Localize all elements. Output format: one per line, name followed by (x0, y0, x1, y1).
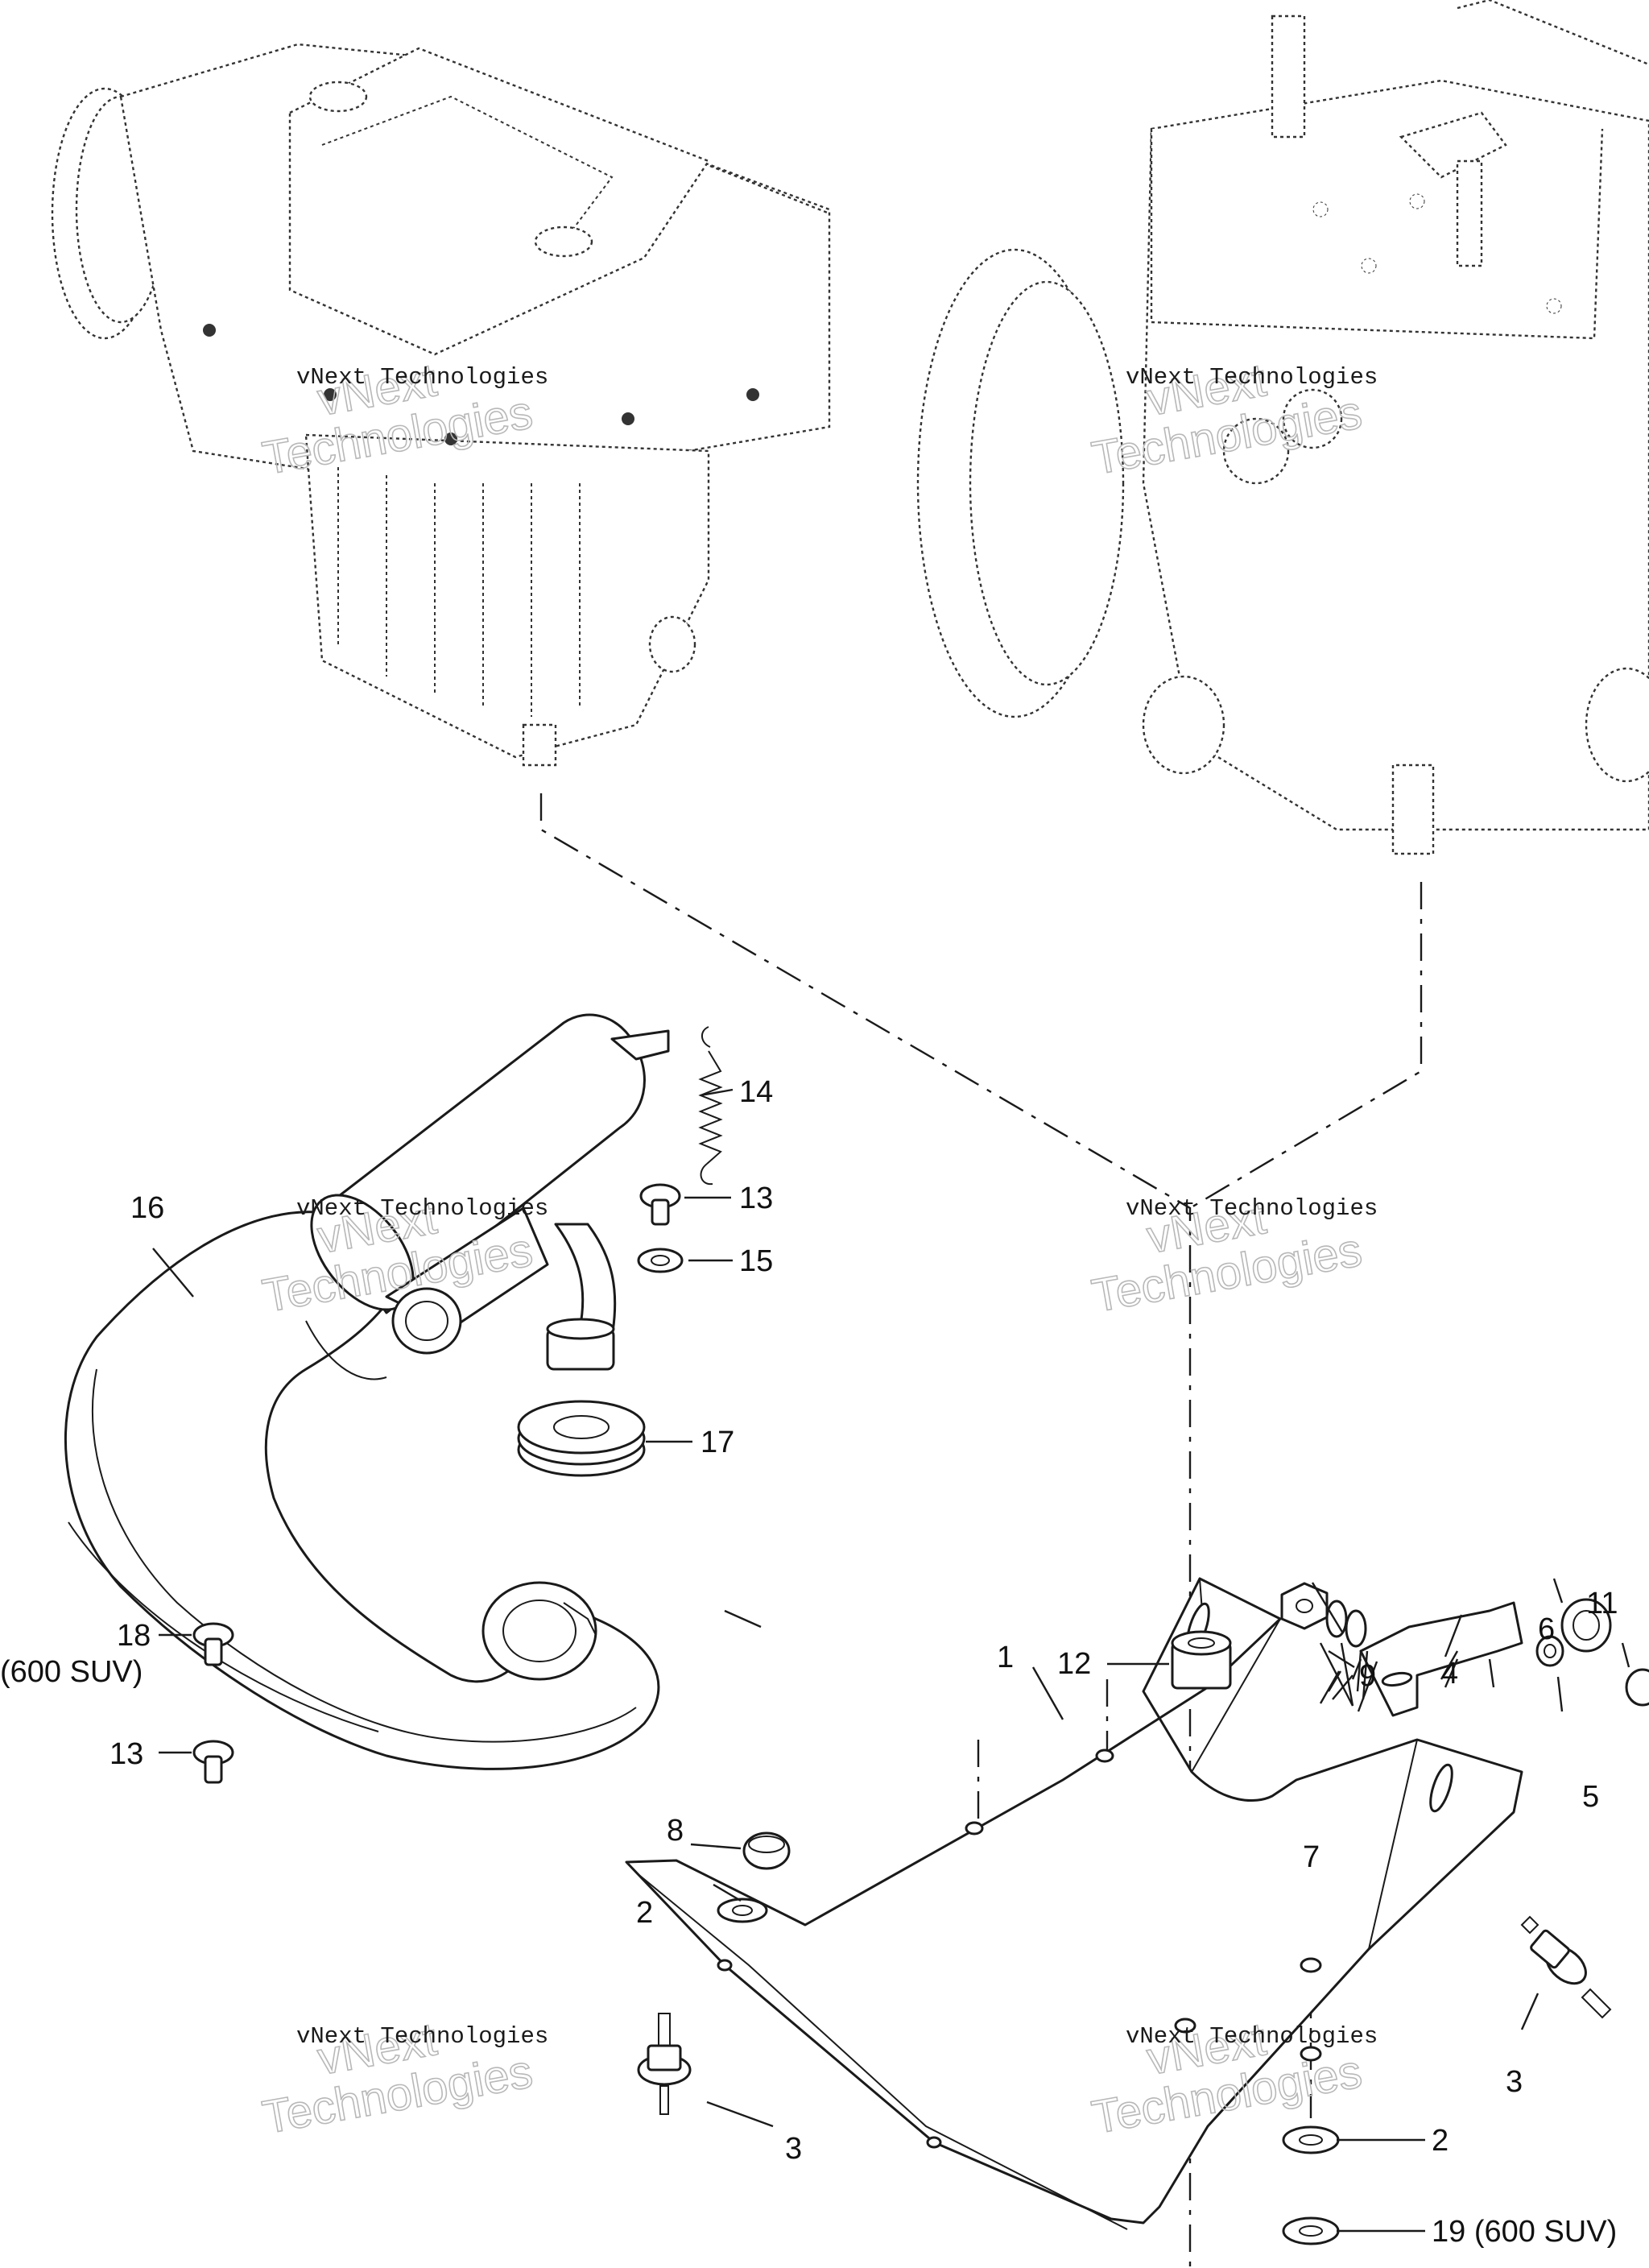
callout-6: 6 (1538, 1612, 1555, 1646)
watermark-caption-middle-left: vNext Technologies (296, 1195, 548, 1222)
watermark-bottom-left: vNext Technologies (258, 2012, 537, 2144)
bracket-plate-1 (625, 1577, 1523, 2230)
watermark-caption-top-left: vNext Technologies (296, 364, 548, 391)
washer-8 (742, 1831, 791, 1870)
washer-19 (1282, 2216, 1340, 2245)
engine-right-ghost (916, 0, 1649, 855)
callout-18-note: (600 SUV) (0, 1655, 143, 1689)
watermark-caption-bottom-right: vNext Technologies (1126, 2023, 1378, 2050)
callout-18: 18 (117, 1619, 151, 1653)
watermark-caption-top-right: vNext Technologies (1126, 364, 1378, 391)
bolt-13-bottom (192, 1740, 234, 1784)
nut-9 (1280, 1582, 1329, 1630)
callout-14: 14 (739, 1075, 773, 1109)
callouts: 14 13 15 17 16 18 (600 SUV) 13 12 1 9 7 … (0, 1075, 1618, 2249)
callout-11: 11 (1586, 1587, 1618, 1620)
callout-2-bottom: 2 (1432, 2124, 1449, 2158)
leader-lines (152, 1088, 1630, 2233)
spacer-12 (1171, 1630, 1232, 1690)
callout-13-top: 13 (739, 1182, 773, 1215)
callout-5: 5 (1582, 1780, 1599, 1814)
rubber-mount-3-right (1520, 1915, 1612, 2019)
callout-13-bottom: 13 (110, 1737, 143, 1771)
watermark-caption-middle-right: vNext Technologies (1126, 1195, 1378, 1222)
callout-4: 4 (1441, 1657, 1458, 1691)
nut-11 (1625, 1668, 1649, 1707)
spring-14 (698, 1026, 723, 1186)
callout-1: 1 (997, 1641, 1014, 1674)
callout-15: 15 (739, 1244, 773, 1278)
bolt-13-top (639, 1183, 681, 1226)
grommet-17 (517, 1400, 646, 1477)
washer-15 (637, 1248, 684, 1273)
bracket-4 (1359, 1601, 1523, 1717)
lock-washers-7 (1325, 1600, 1367, 1648)
bolt-18 (192, 1622, 234, 1666)
callout-9: 9 (1359, 1659, 1376, 1693)
callout-17: 17 (701, 1426, 734, 1459)
watermark-caption-bottom-left: vNext Technologies (296, 2023, 548, 2050)
callout-12: 12 (1057, 1647, 1091, 1681)
callout-16: 16 (130, 1191, 164, 1225)
callout-2-left: 2 (636, 1896, 653, 1930)
sleeve-5 (1535, 1635, 1564, 1667)
bushing-6 (1560, 1598, 1612, 1653)
rubber-mount-3-left (637, 2013, 692, 2115)
callout-7: 7 (1303, 1840, 1320, 1874)
washer-2-bottom (1282, 2125, 1340, 2154)
muffler (310, 1013, 670, 1371)
washer-2-left (717, 1898, 768, 1923)
callout-3-left: 3 (785, 2132, 802, 2166)
callout-3-right: 3 (1506, 2065, 1523, 2099)
engine-left-ghost (51, 43, 831, 767)
callout-19: 19 (600 SUV) (1432, 2215, 1617, 2249)
callout-8: 8 (667, 1814, 684, 1848)
